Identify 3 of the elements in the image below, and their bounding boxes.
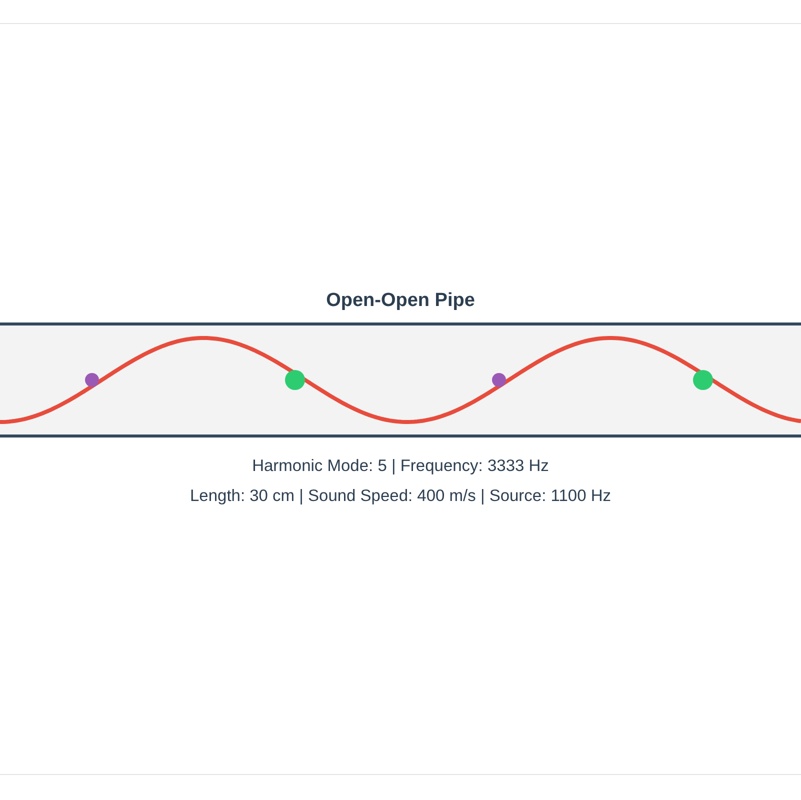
diagram-title: Open-Open Pipe — [325, 290, 476, 312]
parameter-text: Length: 30 cm | Sound Speed: 400 m/s | Source: 1100 Hz — [188, 487, 612, 506]
parameter-text: Harmonic Mode: 5 | Frequency: 3333 Hz — [251, 457, 550, 476]
